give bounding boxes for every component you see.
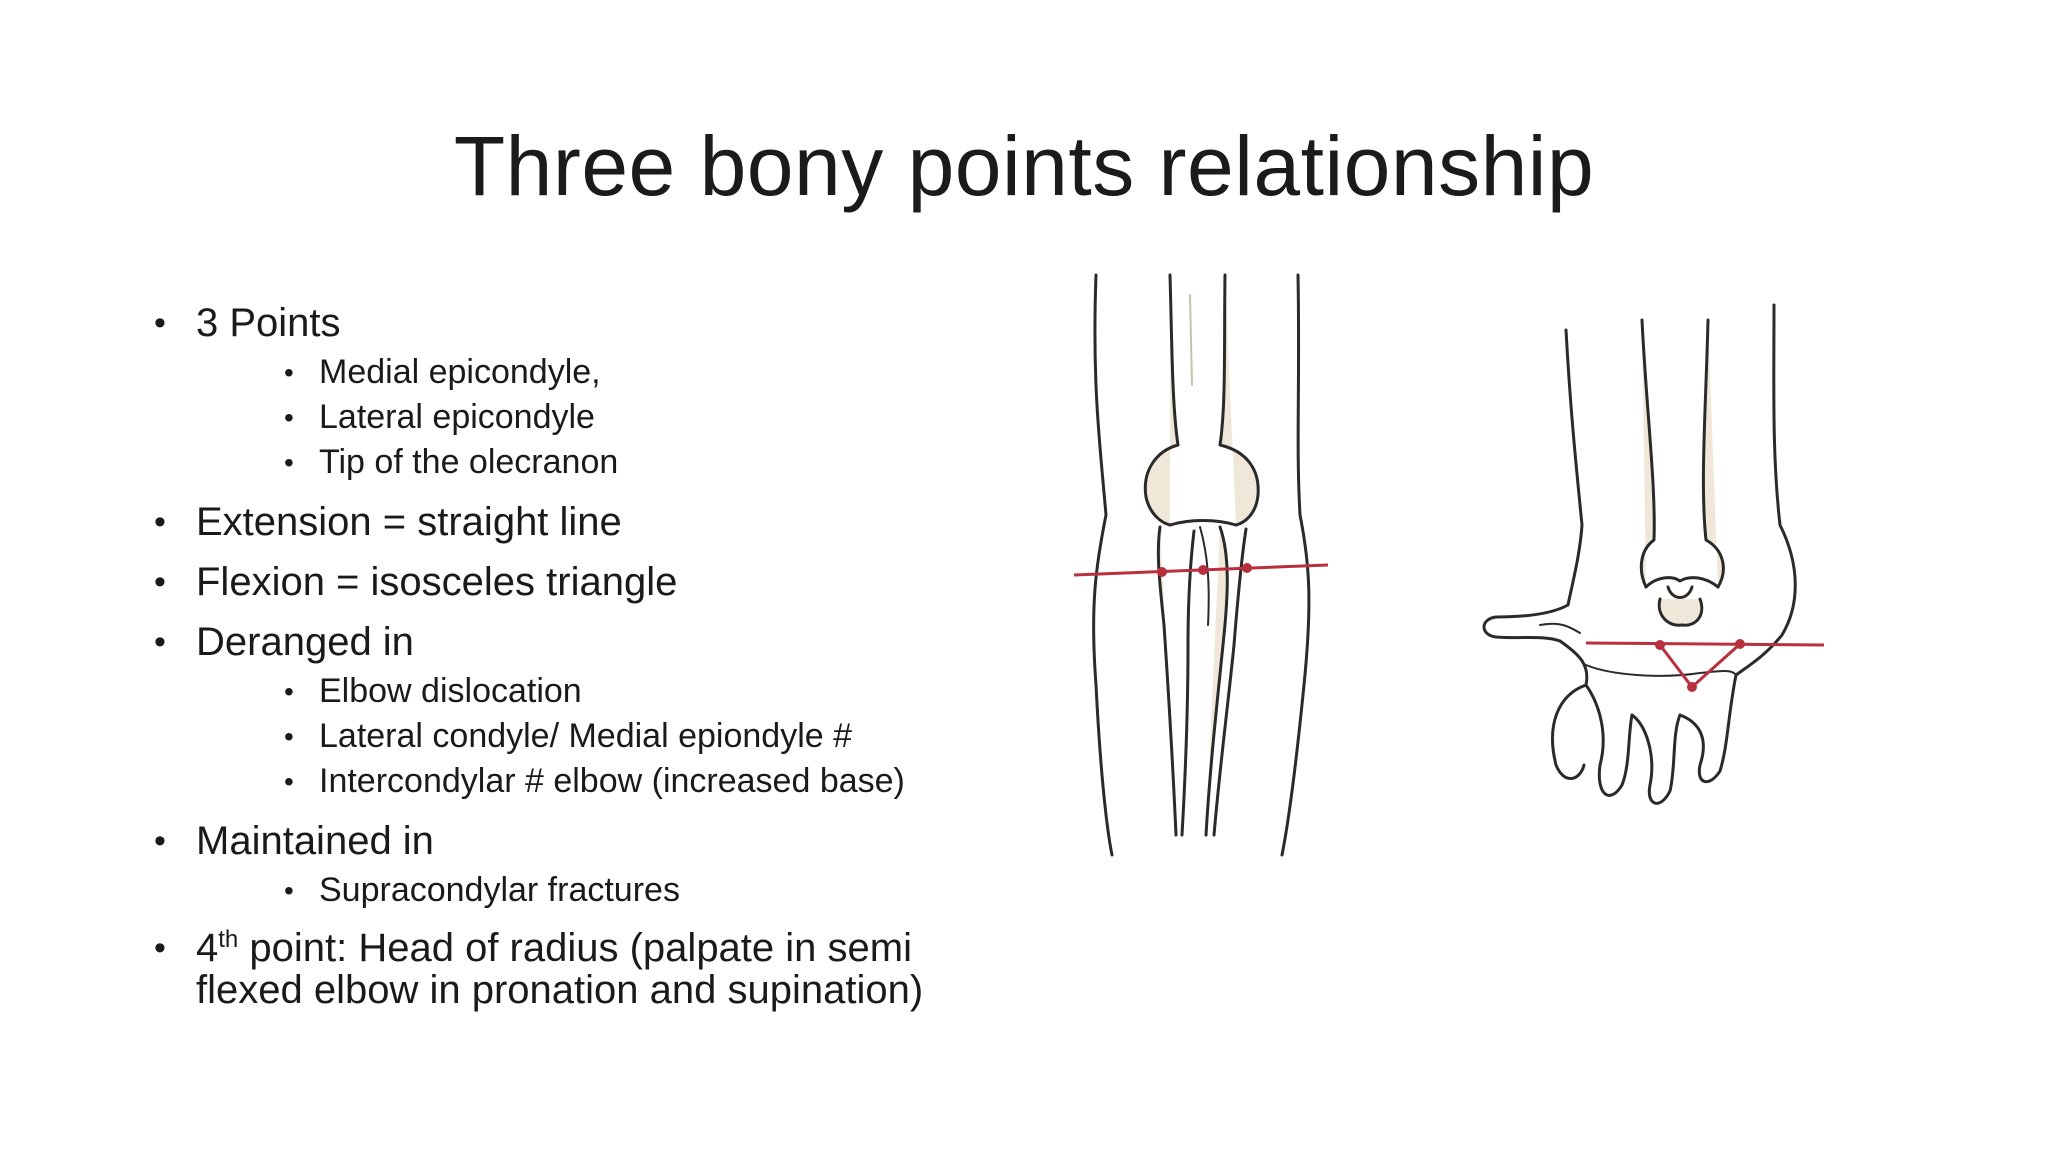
ordinal-suffix: th <box>218 926 239 953</box>
bullet-fourth-point: 4th point: Head of radius (palpate in se… <box>150 927 1050 1011</box>
flexed-elbow-figure <box>1482 303 1797 805</box>
sub-bullet: Lateral epicondyle <box>196 395 1050 440</box>
fourth-point-number: 4 <box>196 926 219 970</box>
bullet-text: Deranged in <box>196 620 414 664</box>
sub-list: Elbow dislocation Lateral condyle/ Media… <box>196 669 1050 804</box>
extended-elbow-figure <box>1092 273 1311 857</box>
flexion-isosceles-triangle <box>1585 639 1825 692</box>
bullet-text: Extension = straight line <box>196 500 622 544</box>
extension-straight-line <box>1073 563 1329 577</box>
bullet-text: 3 Points <box>196 301 341 345</box>
bullet-extension: Extension = straight line <box>150 499 1050 545</box>
sub-bullet: Lateral condyle/ Medial epiondyle # <box>196 714 1050 759</box>
sub-bullet: Tip of the olecranon <box>196 440 1050 485</box>
fourth-point-line1: point: Head of radius (palpate in semi <box>238 926 912 970</box>
bullet-maintained-in: Maintained in Supracondylar fractures <box>150 818 1050 913</box>
slide-title: Three bony points relationship <box>453 119 1595 213</box>
sub-bullet: Intercondylar # elbow (increased base) <box>196 759 1050 804</box>
sub-list: Supracondylar fractures <box>196 868 1050 913</box>
bullet-flexion: Flexion = isosceles triangle <box>150 559 1050 605</box>
bullet-3-points: 3 Points Medial epicondyle, Lateral epic… <box>150 300 1050 485</box>
bullet-text: Flexion = isosceles triangle <box>196 560 678 604</box>
sub-bullet: Medial epicondyle, <box>196 350 1050 395</box>
fourth-point-line2: flexed elbow in pronation and supination… <box>196 968 924 1012</box>
sub-list: Medial epicondyle, Lateral epicondyle Ti… <box>196 350 1050 485</box>
sub-bullet: Elbow dislocation <box>196 669 1050 714</box>
elbow-illustration <box>1060 265 1840 925</box>
bullet-deranged-in: Deranged in Elbow dislocation Lateral co… <box>150 619 1050 804</box>
sub-bullet: Supracondylar fractures <box>196 868 1050 913</box>
bullet-list: 3 Points Medial epicondyle, Lateral epic… <box>150 300 1050 1011</box>
bullet-text: Maintained in <box>196 819 434 863</box>
